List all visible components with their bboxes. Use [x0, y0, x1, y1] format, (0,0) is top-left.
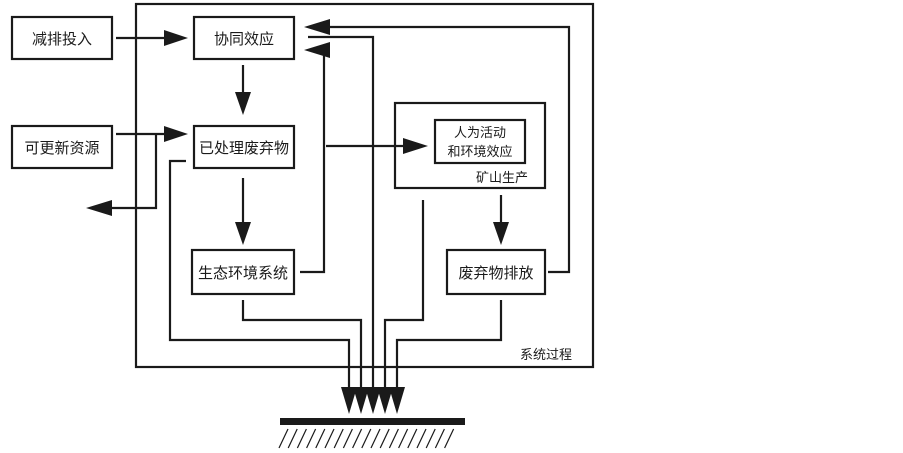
- edge-discharge-synergy: [325, 25, 571, 274]
- edge-outflow-left: [108, 134, 158, 210]
- arrowhead-down: [493, 222, 509, 245]
- ground-hatch-mark: [398, 428, 409, 449]
- ground-hatch-mark: [287, 428, 298, 449]
- ground-hatch-mark: [407, 428, 418, 449]
- mining-production-label: 矿山生产: [476, 171, 528, 186]
- ground-hatch-mark: [333, 428, 344, 449]
- ground-hatch-mark: [352, 428, 363, 449]
- system-process-boundary: [134, 2, 595, 369]
- arrowheads: [86, 19, 509, 414]
- node-label: 废弃物排放: [458, 264, 533, 282]
- ground-hatch-mark: [361, 428, 372, 449]
- connectors: [108, 25, 571, 390]
- node-human-activity: 人为活动 和环境效应: [433, 118, 527, 165]
- ground-symbol: [278, 418, 465, 449]
- node-renewable-resources: 可更新资源: [10, 124, 114, 170]
- arrowhead-left: [304, 42, 330, 58]
- node-emission-input: 减排投入: [10, 15, 114, 61]
- arrowhead-down-ground: [389, 387, 405, 414]
- node-label: 减排投入: [32, 30, 92, 48]
- arrowhead-down-ground: [377, 387, 393, 414]
- ground-hatch-mark: [388, 428, 399, 449]
- node-processed-waste: 已处理废弃物: [192, 124, 296, 170]
- node-label-line1: 人为活动: [454, 126, 506, 141]
- ground-hatch-mark: [278, 428, 289, 449]
- system-process-label: 系统过程: [520, 348, 572, 363]
- ground-hatch-mark: [296, 428, 307, 449]
- node-label: 协同效应: [214, 30, 274, 48]
- node-eco-environment: 生态环境系统: [190, 248, 296, 296]
- edge-processed-ground: [168, 159, 351, 390]
- arrowhead-left: [304, 19, 330, 35]
- ground-hatch-mark: [370, 428, 381, 449]
- ground-hatch-mark: [434, 428, 445, 449]
- ground-hatch-mark: [416, 428, 427, 449]
- arrowhead-left: [86, 200, 112, 216]
- arrowhead-right: [164, 126, 188, 142]
- ground-hatch-mark: [425, 428, 436, 449]
- ground-hatch-mark: [324, 428, 335, 449]
- edge-eco-ground: [241, 300, 363, 390]
- arrowhead-down-ground: [353, 387, 369, 414]
- edge-discharge-ground: [395, 300, 503, 390]
- node-label: 生态环境系统: [198, 264, 288, 282]
- edge-mining-ground: [383, 200, 425, 390]
- edge-synergy-ground: [308, 35, 375, 390]
- node-label-line2: 和环境效应: [447, 144, 512, 160]
- arrowhead-right: [164, 30, 188, 46]
- arrowhead-down-ground: [341, 387, 357, 414]
- ground-hatch-mark: [315, 428, 326, 449]
- node-synergy-effect: 协同效应: [192, 15, 296, 61]
- ground-hatch-mark: [342, 428, 353, 449]
- node-waste-discharge: 废弃物排放: [445, 248, 547, 296]
- edge-eco-synergy: [300, 48, 326, 274]
- ground-hatch-mark: [444, 428, 455, 449]
- ground-hatch-mark: [306, 428, 317, 449]
- arrowhead-right: [403, 138, 428, 154]
- ground-hatch-mark: [379, 428, 390, 449]
- node-label: 可更新资源: [24, 139, 99, 157]
- arrowhead-down-ground: [365, 387, 381, 414]
- node-label: 已处理废弃物: [199, 139, 289, 157]
- arrowhead-down: [235, 222, 251, 245]
- arrowhead-down: [235, 92, 251, 115]
